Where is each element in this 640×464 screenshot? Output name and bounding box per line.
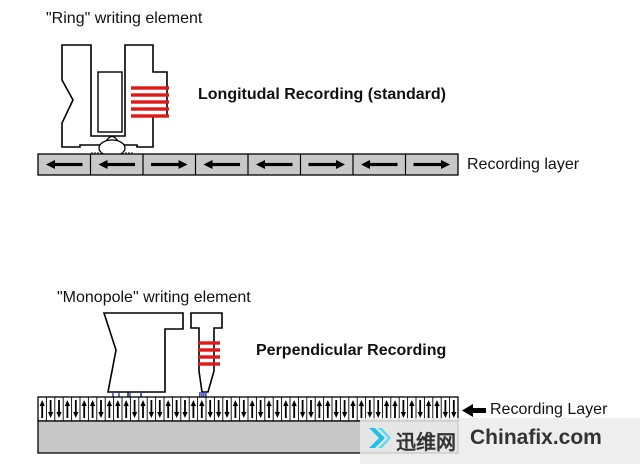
magnetization-cell-left — [46, 160, 83, 169]
magnetization-cell-down — [180, 397, 188, 421]
magnetization-cell-up — [348, 397, 356, 421]
longitudinal-recording-title: Longitudal Recording (standard) — [198, 86, 446, 103]
magnetization-cell-right — [142, 154, 188, 175]
coil-winding — [198, 348, 220, 352]
recording-layer-label-top: Recording layer — [467, 156, 580, 173]
magnetization-cell-up — [197, 397, 205, 421]
watermark-cn-text: 迅维网 — [396, 432, 456, 454]
coil-winding — [198, 355, 220, 359]
magnetization-cell-down — [213, 397, 222, 421]
magnetization-cell-down — [205, 397, 213, 421]
magnetization-cell-up — [390, 397, 398, 421]
magnetization-cell-down — [96, 397, 104, 421]
watermark-band — [360, 418, 640, 464]
coil-winding — [198, 341, 220, 345]
coil-winding — [131, 114, 169, 118]
coil-winding — [131, 86, 169, 90]
magnetization-cell-down — [146, 397, 154, 421]
magnetization-cell-right — [299, 154, 345, 175]
magnetization-cell-down — [155, 397, 163, 421]
magnetization-cell-up — [104, 397, 112, 421]
magnetization-cell-up — [381, 397, 390, 421]
magnetization-cell-down — [331, 397, 339, 421]
perpendicular-magnetization-cells — [39, 397, 457, 421]
magnetization-cell-down — [365, 397, 373, 421]
recording-layer-pointer-arrow — [462, 404, 486, 417]
magnetization-cell-up — [281, 397, 289, 421]
magnetization-cell-down — [239, 397, 247, 421]
magnetization-cell-down — [54, 397, 62, 421]
coil-winding — [198, 362, 220, 366]
magnetization-cell-up — [138, 397, 146, 421]
magnetization-cell-up — [113, 397, 121, 421]
magnetization-cell-up — [121, 397, 129, 421]
monopole-element-title: "Monopole" writing element — [57, 289, 251, 306]
magnetization-cell-left — [194, 154, 240, 175]
magnetization-cell-down — [222, 397, 230, 421]
magnetization-cell-up — [230, 397, 238, 421]
magnetization-cell-up — [314, 397, 322, 421]
magnetization-cell-down — [415, 397, 423, 421]
monopole-coil — [198, 341, 220, 366]
perpendicular-recording-title: Perpendicular Recording — [256, 342, 447, 359]
recording-layer-label-bottom: Recording Layer — [490, 401, 608, 418]
magnetization-cell-up — [423, 397, 432, 421]
ring-element-title: "Ring" writing element — [46, 10, 203, 27]
magnetization-cell-left — [352, 154, 398, 175]
magnetization-cell-down — [297, 397, 306, 421]
magnetization-cell-up — [356, 397, 364, 421]
magnetization-cell-down — [306, 397, 314, 421]
longitudinal-magnetization-cells — [46, 154, 450, 175]
magnetization-cell-down — [272, 397, 280, 421]
magnetization-cell-up — [87, 397, 96, 421]
magnetization-cell-right — [404, 154, 450, 175]
ring-coil — [131, 86, 169, 118]
magnetization-cell-up — [407, 397, 415, 421]
magnetization-cell-down — [45, 397, 54, 421]
magnetization-cell-up — [323, 397, 331, 421]
monopole-head — [102, 312, 223, 398]
magnetization-cell-down — [171, 397, 180, 421]
magnetization-cell-down — [129, 397, 138, 421]
coil-winding — [131, 107, 169, 111]
magnetization-cell-up — [264, 397, 272, 421]
magnetization-cell-left — [247, 154, 293, 175]
magnetization-cell-down — [255, 397, 264, 421]
magnetization-cell-up — [188, 397, 196, 421]
magnetization-cell-down — [339, 397, 348, 421]
magnetization-cell-up — [432, 397, 440, 421]
ring-head — [61, 44, 168, 157]
magnetization-cell-up — [247, 397, 255, 421]
coil-winding — [131, 100, 169, 104]
coil-winding — [131, 93, 169, 97]
magnetization-cell-up — [289, 397, 297, 421]
magnetization-cell-up — [62, 397, 70, 421]
magnetization-cell-down — [398, 397, 406, 421]
watermark-en-text: Chinafix.com — [470, 426, 602, 449]
magnetization-cell-up — [79, 397, 87, 421]
watermark-logo-icon — [369, 428, 391, 448]
magnetization-cell-down — [71, 397, 79, 421]
magnetization-cell-left — [89, 154, 135, 175]
magnetization-cell-up — [163, 397, 171, 421]
magnetization-cell-down — [440, 397, 448, 421]
magnetization-cell-down — [373, 397, 381, 421]
magnetization-cell-up — [39, 400, 45, 418]
magnetization-cell-down — [449, 397, 457, 421]
